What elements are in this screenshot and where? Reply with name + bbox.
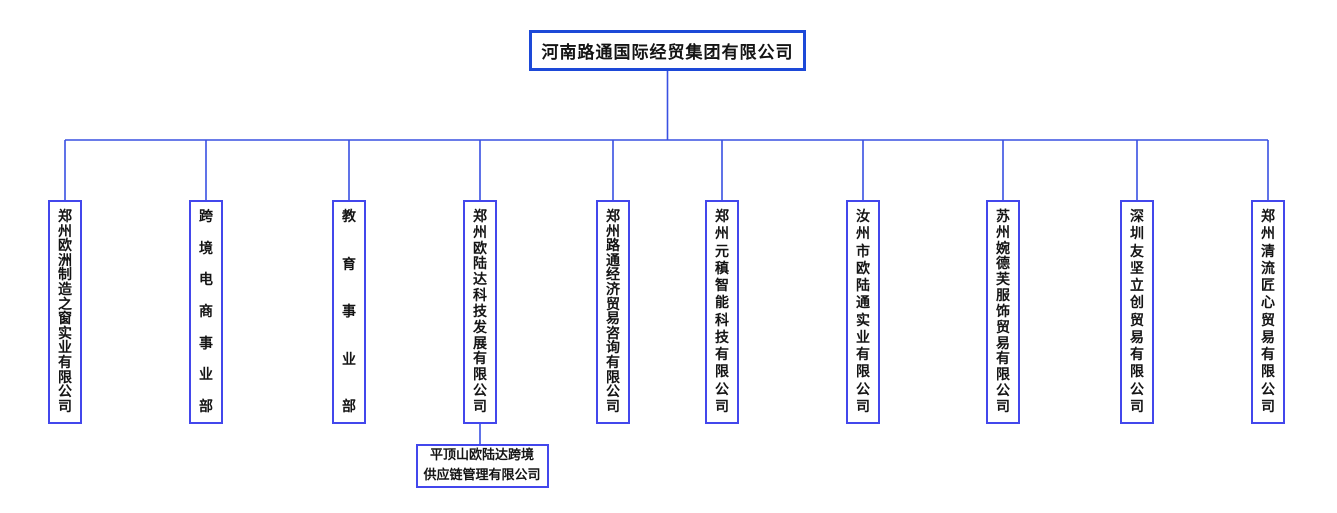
subsidiary-box: 深圳友坚立创贸易有限公司	[1120, 200, 1154, 424]
root-company-label: 河南路通国际经贸集团有限公司	[541, 43, 794, 63]
subsidiary-box: 教育事业部	[332, 200, 366, 424]
subsidiary-box: 苏州婉德芙服饰贸易有限公司	[986, 200, 1020, 424]
connector-line	[64, 70, 1269, 444]
root-company-box: 河南路通国际经贸集团有限公司	[529, 30, 806, 71]
second-level-box: 平顶山欧陆达跨境供应链管理有限公司	[415, 444, 549, 488]
subsidiary-box: 郑州元稹智能科技有限公司	[705, 200, 739, 424]
second-level-box-line: 供应链管理有限公司	[423, 468, 541, 483]
subsidiary-box: 郑州欧洲制造之窗实业有限公司	[48, 200, 82, 424]
subsidiary-box: 郑州路通经济贸易咨询有限公司	[596, 200, 630, 424]
subsidiary-box: 汝州市欧陆通实业有限公司	[846, 200, 880, 424]
subsidiary-box: 郑州清流匠心贸易有限公司	[1251, 200, 1285, 424]
subsidiary-box: 郑州欧陆达科技发展有限公司	[463, 200, 497, 424]
second-level-box-line: 平顶山欧陆达跨境	[429, 447, 534, 463]
subsidiary-box: 跨境电商事业部	[189, 200, 223, 424]
